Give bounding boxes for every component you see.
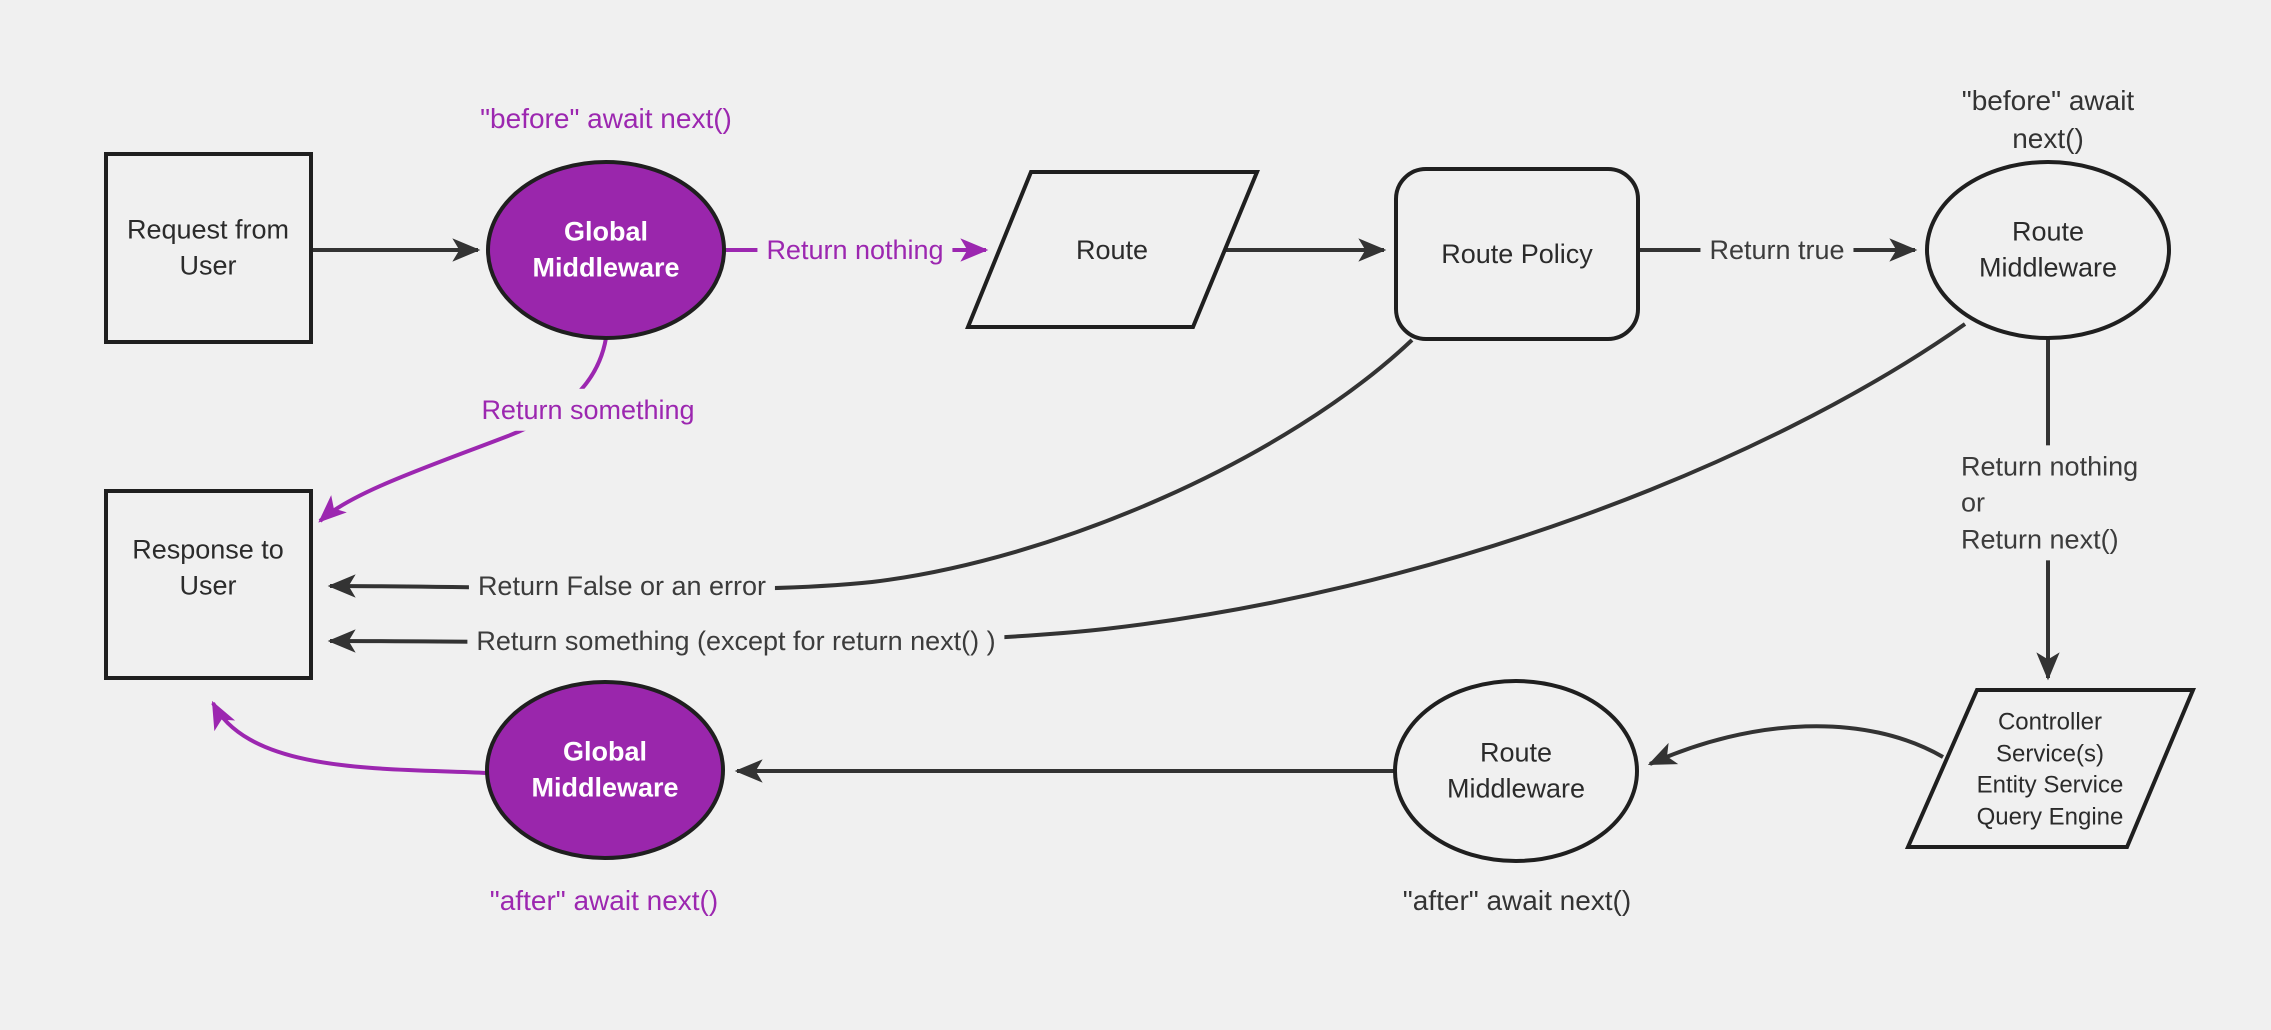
global-middleware-bottom-label: Global Middleware: [531, 736, 679, 803]
response-to-user-node: [104, 489, 313, 680]
route-middleware-bottom-node: [1393, 679, 1639, 863]
edge-label-return-something-except: Return something (except for return next…: [467, 619, 1005, 663]
edge-label-return-true: Return true: [1700, 228, 1854, 272]
request-from-user-label: Request from User: [126, 214, 290, 281]
global-middleware-top-label: Global Middleware: [532, 216, 680, 283]
route-middleware-bottom-label: Route Middleware: [1446, 737, 1586, 804]
route-policy-node: [1394, 167, 1640, 341]
edge-global-middleware-return-something-to-response: [318, 337, 608, 523]
edge-global-middleware-bottom-to-response: [211, 700, 488, 775]
edge-controller-to-route-middleware-bottom: [1647, 724, 1944, 766]
response-to-user-label: Response to User: [132, 534, 284, 601]
annotation-after-await-next-route: "after" await next(): [1402, 885, 1632, 917]
controller-stack-node: [1904, 688, 2197, 849]
route-middleware-top-label: Route Middleware: [1978, 216, 2118, 283]
annotation-after-await-next-global: "after" await next(): [489, 885, 719, 917]
global-middleware-top-node: [486, 160, 726, 340]
route-policy-label: Route Policy: [1441, 238, 1593, 269]
route-node: [965, 170, 1260, 329]
annotation-before-await-next-global: "before" await next(): [480, 103, 732, 135]
route-label: Route: [1075, 234, 1149, 265]
edge-label-return-false-or-error: Return False or an error: [468, 564, 776, 608]
route-middleware-top-node: [1925, 160, 2171, 340]
annotation-before-await-next-route: "before" await next(): [1961, 85, 2135, 154]
edge-label-return-something: Return something: [472, 388, 704, 432]
global-middleware-bottom-node: [485, 680, 725, 860]
request-from-user-node: [104, 152, 313, 344]
edge-label-return-nothing-or-next: Return nothing or Return next(): [1952, 445, 2148, 561]
edge-label-return-nothing: Return nothing: [757, 228, 953, 272]
edge-route-policy-return-false-to-response: [327, 338, 1414, 598]
controller-stack-label: Controller Service(s) Entity Service Que…: [1976, 708, 2124, 831]
